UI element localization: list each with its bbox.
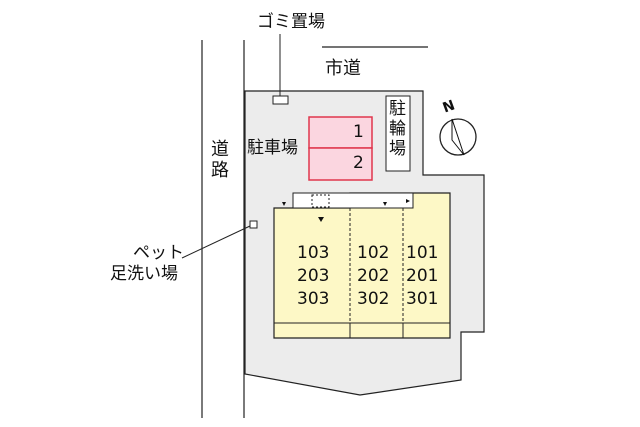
unit-102: 102 (357, 243, 390, 263)
unit-103: 103 (297, 243, 330, 263)
compass (439, 118, 477, 156)
bicycle-parking-label: 駐 輪 場 (389, 99, 406, 159)
unit-202: 202 (357, 266, 390, 286)
entrance-marker-4 (406, 199, 410, 203)
bicycle-label-char-2: 輪 (389, 119, 406, 140)
pet-wash-label-line2: 足洗い場 (110, 264, 178, 284)
pet-wash-box (249, 220, 258, 229)
garbage-area-label: ゴミ置場 (257, 12, 325, 32)
road-label-char-2: 路 (211, 159, 229, 181)
bicycle-label-char-3: 場 (389, 139, 406, 160)
parking-space-1 (308, 116, 373, 149)
bicycle-label-char-1: 駐 (389, 99, 406, 119)
pet-wash-label-line1: ペット (133, 243, 184, 263)
corridor-dashed-box-inner (311, 194, 330, 208)
parking-label: 駐車場 (247, 138, 298, 158)
entrance-marker-1 (282, 202, 286, 206)
building-corridor-inner (292, 192, 414, 209)
unit-203: 203 (297, 266, 330, 286)
entrance-marker-3 (383, 202, 387, 206)
parking-space-2 (308, 147, 373, 181)
unit-301: 301 (406, 289, 439, 309)
entrance-marker-2 (318, 217, 324, 222)
pet-wash-leader (181, 225, 251, 259)
unit-302: 302 (357, 289, 390, 309)
unit-201: 201 (406, 266, 439, 286)
bicycle-parking-box (385, 95, 411, 172)
parking-space-1-number: 1 (353, 122, 364, 142)
parking-space-2-number: 2 (353, 153, 364, 173)
road-label-char-1: 道 (211, 139, 229, 160)
garbage-box (272, 95, 289, 105)
road-label: 道 路 (211, 139, 229, 181)
unit-101: 101 (406, 243, 439, 263)
unit-303: 303 (297, 289, 330, 309)
city-road-label: 市道 (325, 58, 361, 79)
